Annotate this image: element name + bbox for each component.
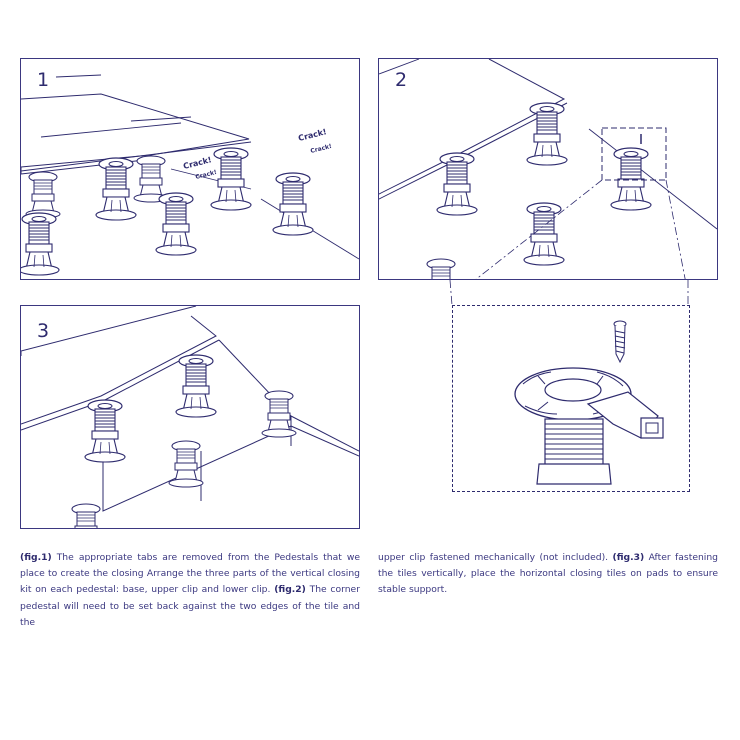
panel-number: 2 [395,69,408,91]
caption-left: (fig.1) The appropriate tabs are removed… [20,550,360,631]
fig3-label: (fig.3) [612,552,645,563]
fig1-label: (fig.1) [20,552,52,563]
fig2-label: (fig.2) [274,584,306,596]
fig1-text: The appropriate tabs are removed from th… [20,552,360,596]
illustration-fig1: Crack! Crack! Crack! Crack! [21,74,359,276]
crack-sound-label-small: Crack! [310,143,333,155]
figure-panel-2: 2 [378,58,718,280]
crack-sound-label: Crack! [297,127,327,143]
illustration-zoom [514,320,664,485]
panel-number: 3 [37,320,50,342]
figure-panel-3: 3 [20,305,360,529]
crack-sound-label-2-small: Crack! [195,169,218,181]
fig3-text: After fastening the tiles vertically, pl… [378,552,718,596]
fig2-continued-text: upper clip fastened mechanically (not in… [378,552,613,563]
illustration-fig3 [21,306,359,528]
crack-sound-label-2: Crack! [182,155,212,171]
panel-number: 1 [37,69,50,91]
caption-right: upper clip fastened mechanically (not in… [378,550,718,599]
figure-panel-1: 1 Crack! Crack! Crack! Crack! [20,58,360,280]
zoom-detail [452,305,690,492]
illustration-fig2 [379,59,717,279]
fig2-text: The corner pedestal will need to be set … [20,584,360,628]
